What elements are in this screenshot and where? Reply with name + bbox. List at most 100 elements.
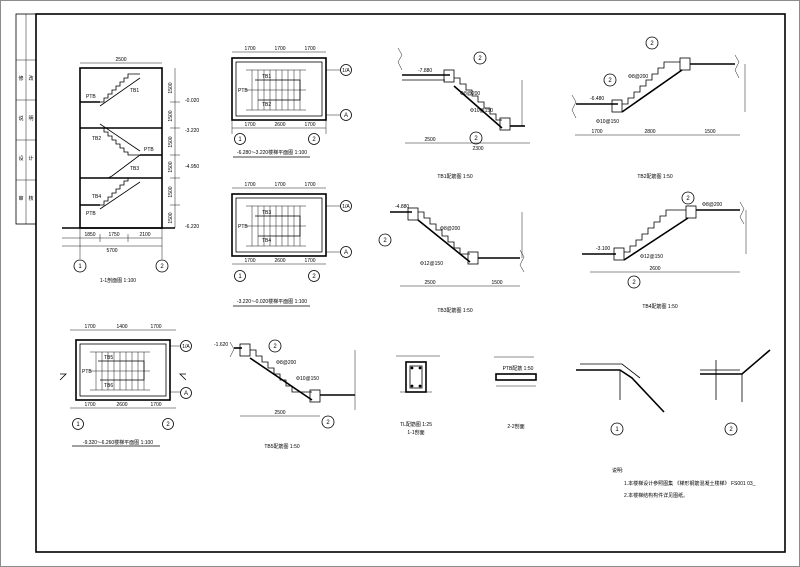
sec1-pb-label-2: PTB — [144, 147, 154, 153]
tb3-title: TB3配筋图 1:50 — [437, 307, 473, 314]
notes-item-1: 1.本楼梯设计参照图集 《梯形钢筋混凝土楼梯》 FS001 03_ — [624, 480, 756, 487]
sec1-elev-2: -3.220 — [185, 128, 199, 134]
plan3-label-1: TB5 — [104, 355, 113, 361]
tb5-title: TB5配筋图 1:50 — [264, 443, 300, 450]
plan2-axis-right-1: 1/A — [342, 204, 350, 210]
detail-nodes: 1 2 — [576, 349, 771, 436]
sec1-pb-label-3: PTB — [86, 211, 96, 217]
plan1-top-dim-3: 1700 — [304, 46, 315, 52]
plan1-top-dim-2: 1700 — [274, 46, 285, 52]
tb2-dim-1: 1700 — [591, 129, 602, 135]
plan3-top-dim-1: 1700 — [84, 324, 95, 330]
tb1-title: TB1配筋图 1:50 — [437, 173, 473, 180]
sec1-vdim-2: 1500 — [168, 110, 174, 121]
sec1-axis-2: 2 — [160, 264, 164, 270]
strip-text-1: 修 — [18, 75, 23, 82]
tb1-dim-1: 2500 — [424, 137, 435, 143]
plan2-bottom-dim-1: 1700 — [244, 258, 255, 264]
plan1-bottom-dim-1: 1700 — [244, 122, 255, 128]
notes-heading: 说明: — [612, 467, 623, 474]
plan3-label-2: TB6 — [104, 383, 113, 389]
tl-title: TL配筋图 1:25 — [400, 421, 432, 428]
plan2-bottom-dim-2: 2600 — [274, 258, 285, 264]
ptb-detail: PTB配筋 1:50 2-2剖面 — [494, 356, 537, 430]
tb5-note-1: Φ8@200 — [276, 360, 296, 366]
svg-text:2: 2 — [632, 280, 636, 286]
strip-text-8: 核 — [28, 195, 33, 202]
tb1-note-2: Φ10@150 — [470, 108, 493, 114]
plan3-axis-1: 1 — [76, 422, 80, 428]
tb4-note-1: Φ8@200 — [702, 202, 722, 208]
tb3-note-2: Φ12@150 — [420, 261, 443, 267]
sec1-elev-4: -6.220 — [185, 224, 199, 230]
tb2-detail: 2 2 -6.480 Φ8@200 Φ10@150 1700 2800 1500… — [571, 36, 746, 180]
sec1-bdim-2: 1750 — [108, 232, 119, 238]
plan3-top-dim-3: 1700 — [150, 324, 161, 330]
plan3-label-3: PTB — [82, 369, 92, 375]
plan2-label-2: TB4 — [262, 238, 271, 244]
notes-block: 说明: 1.本楼梯设计参照图集 《梯形钢筋混凝土楼梯》 FS001 03_ 2.… — [612, 467, 756, 499]
sec1-bdim-total: 5700 — [106, 248, 117, 254]
svg-text:2: 2 — [686, 196, 690, 202]
sec1-top-dim: 2500 — [115, 57, 126, 63]
plan3-axis-right-1: 1/A — [182, 344, 190, 350]
plan1-title: -6.280~-3.220楼梯平面图 1:100 — [237, 149, 307, 156]
plan3-axis-right-2: A — [184, 391, 188, 397]
plan1-axis-right-2: A — [344, 113, 348, 119]
svg-text:2: 2 — [383, 238, 387, 244]
plan2-top-dim-3: 1700 — [304, 182, 315, 188]
plan1-axis-right-1: 1/A — [342, 68, 350, 74]
tl-subtitle: 1-1剖面 — [407, 429, 424, 436]
plan1-bottom-dim-3: 1700 — [304, 122, 315, 128]
tb3-note-1: Φ8@200 — [440, 226, 460, 232]
inner-frame — [35, 13, 786, 553]
plan-1: 1700 1700 1700 TB1 TB2 PTB 1700 2600 170… — [231, 46, 352, 158]
plan2-label-3: PTB — [238, 224, 248, 230]
plan-2: 1700 1700 1700 TB3 TB4 PTB 1700 2600 170… — [231, 182, 352, 307]
plan1-axis-1: 1 — [238, 137, 242, 143]
tb3-dim-2: 1500 — [491, 280, 502, 286]
plan1-axis-2: 2 — [312, 137, 316, 143]
svg-text:2: 2 — [273, 344, 277, 350]
sec1-vdim-3: 1500 — [168, 136, 174, 147]
sec1-tb-label-2: TB2 — [92, 136, 101, 142]
title-strip: 修 改 说 明 设 计 审 核 — [15, 13, 37, 225]
svg-text:2: 2 — [650, 41, 654, 47]
tb2-dim-3: 1500 — [704, 129, 715, 135]
sec1-elev-1: -0.020 — [185, 98, 199, 104]
tb5-note-2: Φ10@150 — [296, 376, 319, 382]
tb3-dim-1: 2500 — [424, 280, 435, 286]
tb2-dim-2: 2800 — [644, 129, 655, 135]
notes-item-2: 2.本楼梯结构构件详见图纸。 — [624, 492, 688, 499]
tb3-elev: -4.880 — [395, 204, 409, 210]
plan1-top-dim-1: 1700 — [244, 46, 255, 52]
ptb-subtitle: 2-2剖面 — [507, 423, 524, 430]
tb2-note-1: Φ8@200 — [628, 74, 648, 80]
tb4-detail: 2 2 -3.100 Φ8@200 Φ12@150 2600 TB4配筋图 1:… — [582, 191, 747, 310]
strip-text-6: 计 — [28, 155, 33, 162]
plan2-axis-right-2: A — [344, 250, 348, 256]
plan2-top-dim-2: 1700 — [274, 182, 285, 188]
plan-3: 1700 1400 1700 TB5 TB6 PTB 1700 2600 170… — [59, 324, 192, 447]
sec1-vdim-4: 1500 — [168, 161, 174, 172]
plan3-title: -9.320~-6.260楼梯平面图 1:100 — [83, 439, 153, 446]
plan1-label-2: TB2 — [262, 102, 271, 108]
sec1-vdim-1: 1500 — [168, 82, 174, 93]
strip-text-4: 明 — [28, 116, 33, 122]
tb4-note-2: Φ12@150 — [640, 254, 663, 260]
detail-label-1: 1 — [615, 427, 619, 433]
tb2-elev: -6.480 — [590, 96, 604, 102]
tb1-note-1: Φ8@200 — [460, 91, 480, 97]
tb4-elev: -3.100 — [596, 246, 610, 252]
plan3-bottom-dim-2: 2600 — [116, 402, 127, 408]
sec1-vdim-6: 1500 — [168, 212, 174, 223]
svg-text:2: 2 — [326, 420, 330, 426]
tb1-detail: 2 2 -7.880 Φ8@200 Φ10@150 2500 2300 TB1配… — [397, 47, 530, 180]
tb3-detail: 2 -4.880 Φ8@200 Φ12@150 2500 1500 TB3配筋图… — [378, 204, 525, 314]
svg-text:2: 2 — [478, 56, 482, 62]
plan3-bottom-dim-3: 1700 — [150, 402, 161, 408]
sec1-bdim-3: 2100 — [139, 232, 150, 238]
sec1-bdim-1: 1850 — [84, 232, 95, 238]
tb5-detail: 2 2 -1.620 Φ8@200 Φ10@150 2500 TB5配筋图 1:… — [214, 339, 356, 450]
